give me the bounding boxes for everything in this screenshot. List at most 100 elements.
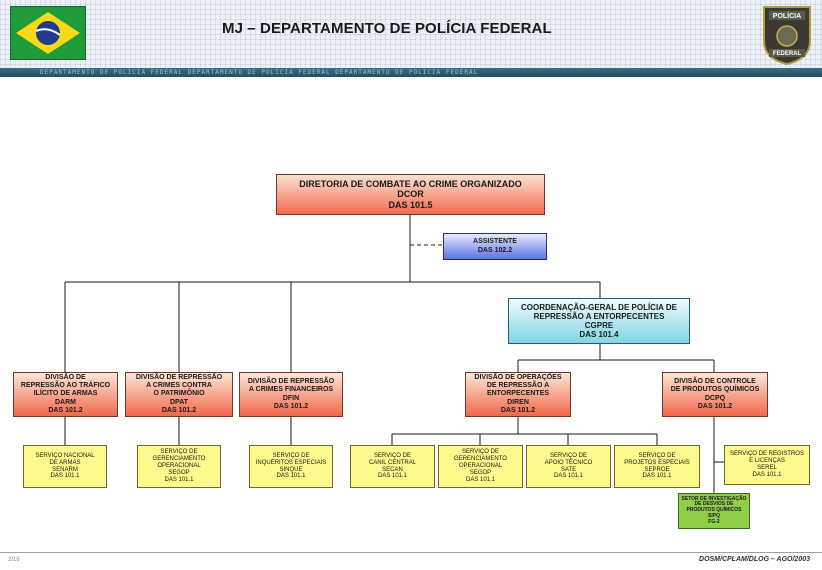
footer-credit: DOSM/CPLAM/DLOG – AGO/2003 (699, 556, 810, 563)
segop2-level: DAS 101.1 (465, 476, 496, 483)
darm-line-1: DIVISÃO DE (45, 374, 86, 382)
cgpre-acronym: CGPRE (584, 321, 614, 330)
serel-line-2: E LICENÇAS (749, 458, 785, 465)
cgpre-level: DAS 101.4 (579, 330, 619, 340)
sate-line-2: APOIO TÉCNICO (544, 459, 593, 466)
segop2-line-1: SERVIÇO DE (462, 449, 499, 456)
assistente-level: DAS 102.2 (477, 246, 513, 254)
sipq-level: FG-2 (708, 518, 720, 525)
footer-page-number: 2/16 (8, 557, 20, 563)
header-band (0, 68, 822, 77)
senarm-line-2: DE ARMAS (49, 459, 81, 466)
dcpq-line-1: DIVISÃO DE CONTROLE (674, 378, 756, 386)
darm-acronym: DARM (55, 398, 76, 406)
diren-acronym: DIREN (507, 398, 529, 406)
dfin-line-1: DIVISÃO DE REPRESSÃO (247, 378, 335, 386)
serel-level: DAS 101.1 (752, 471, 782, 478)
dpat-acronym: DPAT (169, 398, 189, 406)
diren-line-3: ENTORPECENTES (486, 390, 550, 398)
page-title: MJ – DEPARTAMENTO DE POLÍCIA FEDERAL (222, 20, 552, 37)
secan-line-2: CANIL CENTRAL (368, 459, 417, 466)
header-background (0, 0, 822, 70)
assistente-name: ASSISTENTE (473, 238, 517, 246)
dcpq-acronym: DCPQ (704, 394, 726, 402)
police-seal-icon: POLÍCIA FEDERAL (760, 3, 814, 66)
sipq-line-2: DE DESVIOS DE (694, 501, 734, 508)
sinque-line-2: INQUÉRITOS ESPECIAIS (255, 459, 327, 466)
dpat-line-2: A CRIMES CONTRA (146, 382, 212, 390)
seproe-line-2: PROJETOS ESPECIAIS (624, 459, 690, 466)
org-box-dcpq: DIVISÃO DE CONTROLE DE PRODUTOS QUÍMICOS… (662, 372, 768, 417)
org-box-diren: DIVISÃO DE OPERAÇÕES DE REPRESSÃO A ENTO… (465, 372, 571, 417)
sinque-acronym: SINQUE (279, 466, 303, 473)
org-box-darm: DIVISÃO DE REPRESSÃO AO TRÁFICO ILÍCITO … (13, 372, 118, 417)
senarm-level: DAS 101.1 (50, 473, 80, 480)
org-box-sinque: SERVIÇO DE INQUÉRITOS ESPECIAIS SINQUE D… (249, 445, 333, 488)
segop1-line-3: OPERACIONAL (157, 463, 201, 470)
org-box-seproe: SERVIÇO DE PROJETOS ESPECIAIS SEPROE DAS… (614, 445, 700, 488)
org-box-assistente: ASSISTENTE DAS 102.2 (443, 233, 547, 260)
serel-acronym: SEREL (757, 465, 777, 471)
darm-line-2: REPRESSÃO AO TRÁFICO (20, 382, 111, 390)
secan-line-1: SERVIÇO DE (374, 452, 411, 459)
org-box-segop-diren: SERVIÇO DE GERENCIAMENTO OPERACIONAL SEG… (438, 445, 523, 488)
segop2-line-3: OPERACIONAL (458, 463, 503, 470)
segop1-level: DAS 101.1 (164, 476, 194, 483)
seproe-acronym: SEPROE (644, 466, 670, 473)
senarm-acronym: SENARM (52, 466, 78, 473)
svg-text:POLÍCIA: POLÍCIA (773, 11, 801, 20)
sipq-line-3: PRODUTOS QUÍMICOS (686, 507, 742, 514)
diren-line-2: DE REPRESSÃO A (486, 382, 550, 390)
sinque-level: DAS 101.1 (276, 473, 306, 480)
org-box-dfin: DIVISÃO DE REPRESSÃO A CRIMES FINANCEIRO… (239, 372, 343, 417)
sipq-line-1: SETOR DE INVESTIGAÇÃO (681, 495, 747, 502)
dcpq-level: DAS 101.2 (697, 402, 733, 410)
darm-line-3: ILÍCITO DE ARMAS (33, 390, 98, 398)
org-box-secan: SERVIÇO DE CANIL CENTRAL SECAN DAS 101.1 (350, 445, 435, 488)
secan-level: DAS 101.1 (377, 473, 408, 480)
dpat-line-3: O PATRIMÔNIO (153, 390, 205, 398)
brazil-flag-icon (10, 6, 86, 60)
dcor-name: DIRETORIA DE COMBATE AO CRIME ORGANIZADO (299, 178, 522, 189)
header-band-text: DEPARTAMENTO DE POLICIA FEDERAL DEPARTAM… (40, 69, 479, 76)
org-box-dpat: DIVISÃO DE REPRESSÃO A CRIMES CONTRA O P… (125, 372, 233, 417)
svg-text:FEDERAL: FEDERAL (773, 51, 802, 57)
segop1-line-1: SERVIÇO DE (160, 449, 198, 456)
sate-line-1: SERVIÇO DE (550, 452, 587, 459)
dpat-line-1: DIVISÃO DE REPRESSÃO (135, 374, 223, 382)
dcor-acronym: DCOR (397, 189, 424, 200)
org-box-sate: SERVIÇO DE APOIO TÉCNICO SATE DAS 101.1 (526, 445, 611, 488)
segop1-acronym: SEGOP (168, 469, 190, 476)
segop2-line-2: GERENCIAMENTO (454, 456, 507, 463)
cgpre-name-1: COORDENAÇÃO-GERAL DE POLÍCIA DE (520, 302, 677, 312)
dfin-acronym: DFIN (282, 394, 300, 402)
diren-line-1: DIVISÃO DE OPERAÇÕES (474, 374, 562, 382)
secan-acronym: SECAN (382, 466, 403, 473)
org-box-senarm: SERVIÇO NACIONAL DE ARMAS SENARM DAS 101… (23, 445, 107, 488)
org-box-segop-dpat: SERVIÇO DE GERENCIAMENTO OPERACIONAL SEG… (137, 445, 221, 488)
dfin-line-2: A CRIMES FINANCEIROS (248, 386, 334, 394)
dcpq-line-2: DE PRODUTOS QUÍMICOS (670, 386, 760, 394)
org-box-cgpre: COORDENAÇÃO-GERAL DE POLÍCIA DE REPRESSÃ… (508, 298, 690, 344)
footer-rule (0, 552, 822, 553)
sipq-acronym: SIPQ (708, 512, 720, 519)
org-box-serel: SERVIÇO DE REGISTROS E LICENÇAS SEREL DA… (724, 445, 810, 485)
dpat-level: DAS 101.2 (161, 406, 197, 414)
darm-level: DAS 101.2 (48, 406, 83, 414)
sate-acronym: SATE (560, 466, 577, 473)
segop1-line-2: GERENCIAMENTO (152, 456, 206, 463)
org-box-dcor: DIRETORIA DE COMBATE AO CRIME ORGANIZADO… (276, 174, 545, 215)
sinque-line-1: SERVIÇO DE (272, 452, 310, 459)
seproe-level: DAS 101.1 (642, 473, 672, 480)
org-box-sipq: SETOR DE INVESTIGAÇÃO DE DESVIOS DE PROD… (678, 493, 750, 529)
cgpre-name-2: REPRESSÃO A ENTORPECENTES (533, 311, 665, 321)
seproe-line-1: SERVIÇO DE (638, 452, 676, 459)
dfin-level: DAS 101.2 (273, 402, 309, 410)
dcor-level: DAS 101.5 (388, 199, 433, 210)
sate-level: DAS 101.1 (553, 473, 584, 480)
segop2-acronym: SEGOP (469, 469, 492, 476)
diren-level: DAS 101.2 (500, 406, 536, 414)
serel-line-1: SERVIÇO DE REGISTROS (730, 451, 804, 458)
senarm-line-1: SERVIÇO NACIONAL (35, 452, 95, 459)
